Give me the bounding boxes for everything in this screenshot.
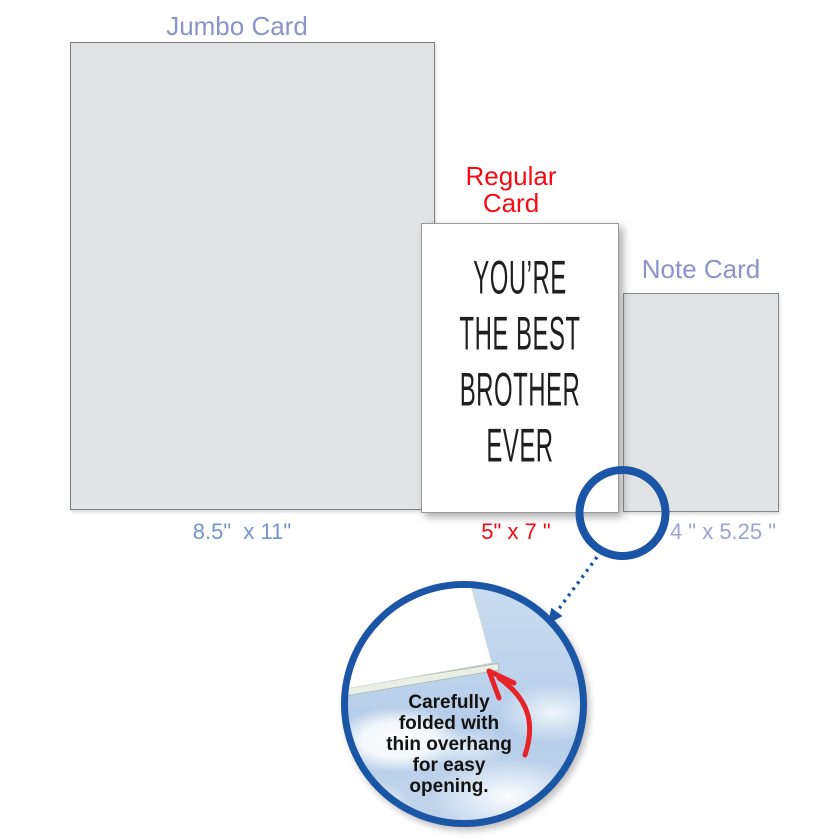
jumbo-card-rectangle <box>70 42 435 510</box>
card-message: YOU’RE THE BEST BROTHER EVER <box>422 249 618 473</box>
fold-detail-magnifier-circle: Carefully folded with thin overhang for … <box>341 581 587 827</box>
callout-line: thin overhang <box>386 734 512 755</box>
card-message-line: THE BEST <box>459 306 581 360</box>
folded-card-corner <box>348 588 493 689</box>
regular-card-title-line2: Card <box>482 188 540 218</box>
regular-card-title: Regular Card <box>421 163 601 217</box>
card-message-line: YOU’RE <box>473 250 567 304</box>
card-message-line: BROTHER <box>459 362 581 416</box>
callout-line: Carefully <box>408 692 490 713</box>
fold-explanation-text: Carefully folded with thin overhang for … <box>354 692 544 797</box>
callout-line: for easy <box>412 755 486 776</box>
callout-line: folded with <box>398 713 500 734</box>
red-arrow-icon <box>486 668 533 758</box>
jumbo-card-title: Jumbo Card <box>166 11 308 41</box>
note-card-title: Note Card <box>641 254 761 284</box>
regular-card-size-label: 5" x 7 " <box>481 519 551 544</box>
note-card-size-label: 4 " x 5.25 " <box>669 519 777 544</box>
regular-card-title-line1: Regular <box>465 161 557 191</box>
jumbo-card-size-label: 8.5" x 11" <box>192 519 292 544</box>
card-message-line: EVER <box>486 418 554 472</box>
thin-overhang-edge <box>348 663 500 696</box>
note-card-rectangle <box>623 293 779 512</box>
fold-detail-graphic <box>348 588 533 758</box>
regular-card-front: YOU’RE THE BEST BROTHER EVER <box>421 223 619 513</box>
callout-line: opening. <box>409 776 489 797</box>
